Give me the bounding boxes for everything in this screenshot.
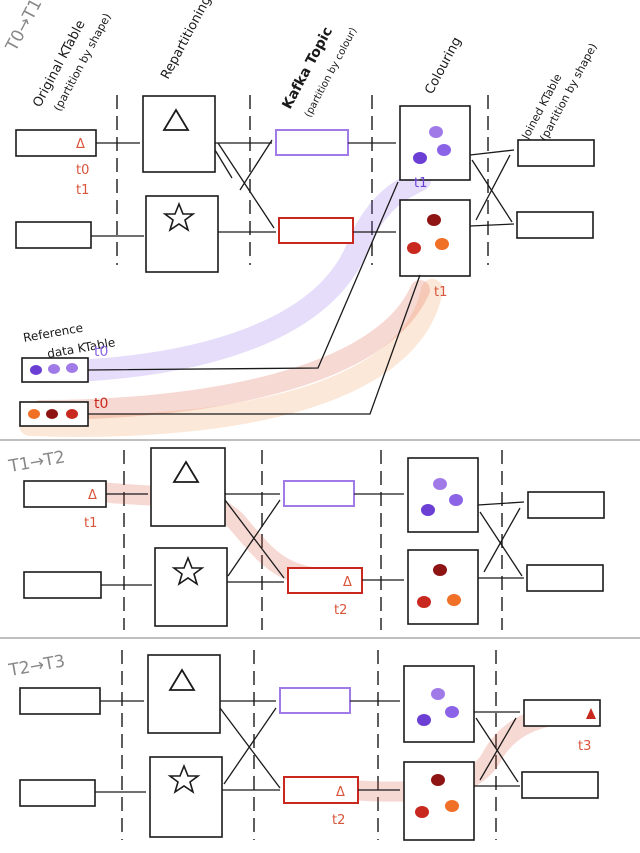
red-dot <box>66 409 78 419</box>
section-t2-t3: T2→T3 Δ t2 t3 <box>6 650 601 841</box>
triangle-icon <box>172 460 200 483</box>
repartition-star-box <box>145 195 219 273</box>
star-icon <box>162 201 196 232</box>
original-ktable-empty-box <box>19 687 101 715</box>
triangle-icon <box>168 668 196 691</box>
arrow <box>101 493 152 586</box>
section-label: T1→T2 <box>6 447 66 477</box>
time-label: t1 <box>84 516 97 531</box>
red-topic-box <box>283 776 359 804</box>
joined-ktable-box <box>517 139 595 167</box>
section-t0-t1: T0→T1 Original KTable (partition by shap… <box>2 0 600 437</box>
triangle-record: Δ <box>336 785 345 800</box>
repartition-triangle-box <box>142 95 216 173</box>
red-dot <box>431 774 445 786</box>
red-dot <box>407 242 421 254</box>
section-label: T2→T3 <box>6 651 66 681</box>
joined-ktable-box <box>521 771 599 799</box>
original-ktable-empty-box <box>19 779 96 807</box>
red-topic-box <box>287 567 363 594</box>
purple-dot <box>449 494 463 506</box>
join-line <box>88 274 421 415</box>
purple-dot <box>413 152 427 164</box>
joined-ktable-box <box>516 211 594 239</box>
red-dot <box>433 564 447 576</box>
triangle-record: Δ <box>343 575 352 590</box>
purple-dot <box>429 126 443 138</box>
colouring-red-box <box>407 549 479 625</box>
colouring-purple-box <box>403 665 475 743</box>
arrow <box>95 700 146 793</box>
repartition-triangle-box <box>150 447 226 527</box>
purple-dot <box>417 714 431 726</box>
purple-dot <box>437 144 451 156</box>
colouring-purple-box <box>407 457 479 533</box>
orange-dot <box>28 409 40 419</box>
red-dot <box>46 409 58 419</box>
orange-dot <box>445 800 459 812</box>
star-icon <box>167 763 201 794</box>
orange-join-glow <box>19 279 443 437</box>
joined-ktable-box <box>527 491 605 519</box>
purple-dot <box>433 478 447 490</box>
original-ktable-empty-box <box>23 571 102 599</box>
repartition-triangle-box <box>147 654 221 734</box>
red-dot <box>427 214 441 226</box>
purple-topic-box <box>279 687 351 714</box>
cross-arrows <box>469 149 515 227</box>
cross-arrows <box>219 700 281 791</box>
purple-dot <box>66 363 78 373</box>
arrow <box>348 142 396 233</box>
time-label: t0 <box>76 163 89 178</box>
triangle-icon <box>162 108 190 131</box>
cross-arrows <box>474 711 520 787</box>
header-repartitioning: Repartitioning <box>158 0 214 82</box>
time-label: t1 <box>434 285 447 300</box>
triangle-record: Δ <box>76 137 85 152</box>
triangle-record: Δ <box>88 488 97 503</box>
cross-arrows <box>214 139 276 233</box>
purple-dot <box>431 688 445 700</box>
red-dot <box>415 806 429 818</box>
section-label: T0→T1 <box>2 0 47 56</box>
orange-dot <box>435 238 449 250</box>
section-t1-t2: T1→T2 Δ t1 Δ t2 <box>6 447 605 630</box>
purple-dot <box>48 364 60 374</box>
triangle-record-filled <box>586 708 596 719</box>
star-icon <box>171 555 205 586</box>
colouring-purple-box <box>399 105 471 181</box>
colouring-red-box <box>403 761 475 841</box>
join-line <box>87 181 399 371</box>
purple-topic-box <box>275 129 349 156</box>
time-label: t0 <box>94 396 108 412</box>
time-label: t0 <box>94 344 108 360</box>
time-label: t1 <box>414 176 427 191</box>
arrow <box>350 700 400 791</box>
repartition-star-box <box>154 547 228 627</box>
header-colouring: Colouring <box>422 35 464 97</box>
time-label: t2 <box>334 603 347 618</box>
original-ktable-record-box <box>15 129 97 157</box>
colouring-red-box <box>399 199 471 277</box>
purple-topic-box <box>283 480 355 507</box>
purple-dot <box>421 504 435 516</box>
cross-arrows <box>224 493 285 583</box>
cross-arrows <box>477 501 525 579</box>
original-ktable-empty-box <box>15 221 92 249</box>
red-topic-box <box>278 217 354 244</box>
red-join-glow <box>30 280 430 420</box>
purple-dot <box>445 706 459 718</box>
red-dot <box>417 596 431 608</box>
time-label: t3 <box>578 739 591 754</box>
joined-ktable-box <box>526 564 604 592</box>
arrow <box>354 493 404 581</box>
orange-dot <box>447 594 461 606</box>
time-label: t2 <box>332 813 345 828</box>
purple-dot <box>30 365 42 375</box>
joined-ktable-box <box>523 699 601 727</box>
time-label: t1 <box>76 183 89 198</box>
